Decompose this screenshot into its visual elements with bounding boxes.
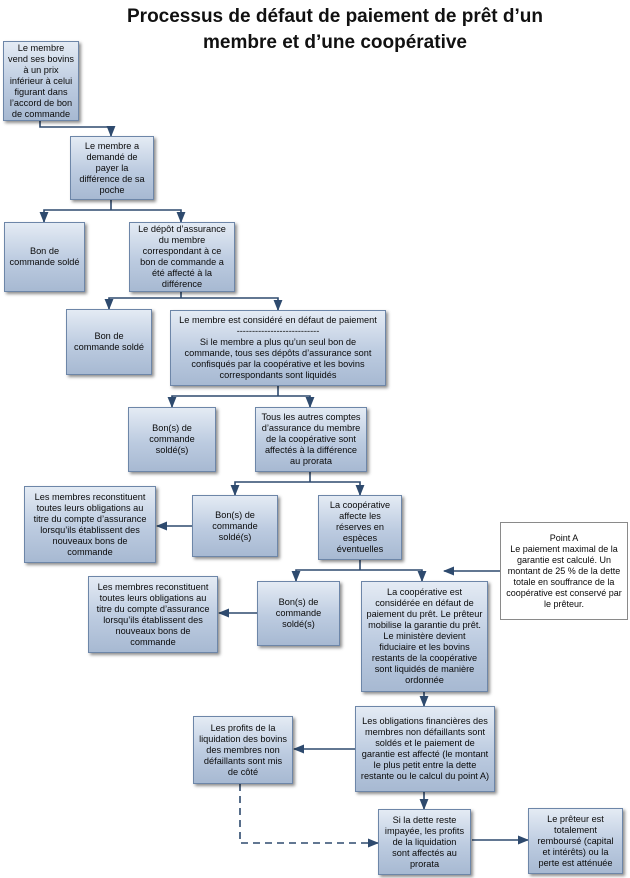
edge-n16-n18-dashed xyxy=(239,784,380,848)
node-insurance-deposit-applied: Le dépôt d’assurance du membre correspon… xyxy=(129,222,235,292)
edge-n4-n6 xyxy=(181,297,283,312)
node-order-settled-2: Bon de commande soldé xyxy=(66,309,152,375)
edge-n11-n14 xyxy=(291,569,360,583)
node-liquidation-profits-set-aside: Les profits de la liquidation des bovins… xyxy=(193,716,293,784)
node-members-rebuild-obligations-2: Les membres reconstituent toutes leurs o… xyxy=(88,576,218,653)
node-orders-settled-4: Bon(s) de commande soldé(s) xyxy=(192,495,278,557)
node-coop-loan-default: La coopérative est considérée en défaut … xyxy=(361,581,488,692)
edge-n8-n11 xyxy=(310,481,365,497)
node-orders-settled-3: Bon(s) de commande soldé(s) xyxy=(128,407,216,472)
edge-n8-n10 xyxy=(230,481,310,497)
edge-n2-n3 xyxy=(39,209,111,224)
node-member-pays-difference: Le membre a demandé de payer la différen… xyxy=(70,136,154,200)
node-orders-settled-5: Bon(s) de commande soldé(s) xyxy=(257,581,340,646)
node-lender-repaid: Le prêteur est totalement remboursé (cap… xyxy=(528,808,623,874)
edge-n6-n7 xyxy=(167,395,278,409)
edge-n1-n2 xyxy=(39,121,116,138)
node-order-settled-1: Bon de commande soldé xyxy=(4,222,85,292)
edge-n6-n8 xyxy=(278,395,315,409)
node-point-a: Point A Le paiement maximal de la garant… xyxy=(500,522,628,620)
edge-n2-n4 xyxy=(111,209,186,224)
node-coop-applies-reserves: La coopérative affecte les réserves en e… xyxy=(318,495,402,560)
edge-n4-n5 xyxy=(104,297,181,311)
node-other-insurance-accounts: Tous les autres comptes d’assurance du m… xyxy=(255,407,367,472)
node-debt-unpaid-prorata: Si la dette reste impayée, les profits d… xyxy=(378,809,471,875)
diagram-title: Processus de défaut de paiement de prêt … xyxy=(127,6,543,53)
node-members-rebuild-obligations-1: Les membres reconstituent toutes leurs o… xyxy=(24,486,156,563)
edge-n11-n15 xyxy=(360,569,427,583)
node-member-default: Le membre est considéré en défaut de pai… xyxy=(170,310,386,386)
node-member-sells-cattle: Le membre vend ses bovins à un prix infé… xyxy=(3,41,79,121)
node-financial-obligations-settled: Les obligations financières des membres … xyxy=(355,706,495,792)
